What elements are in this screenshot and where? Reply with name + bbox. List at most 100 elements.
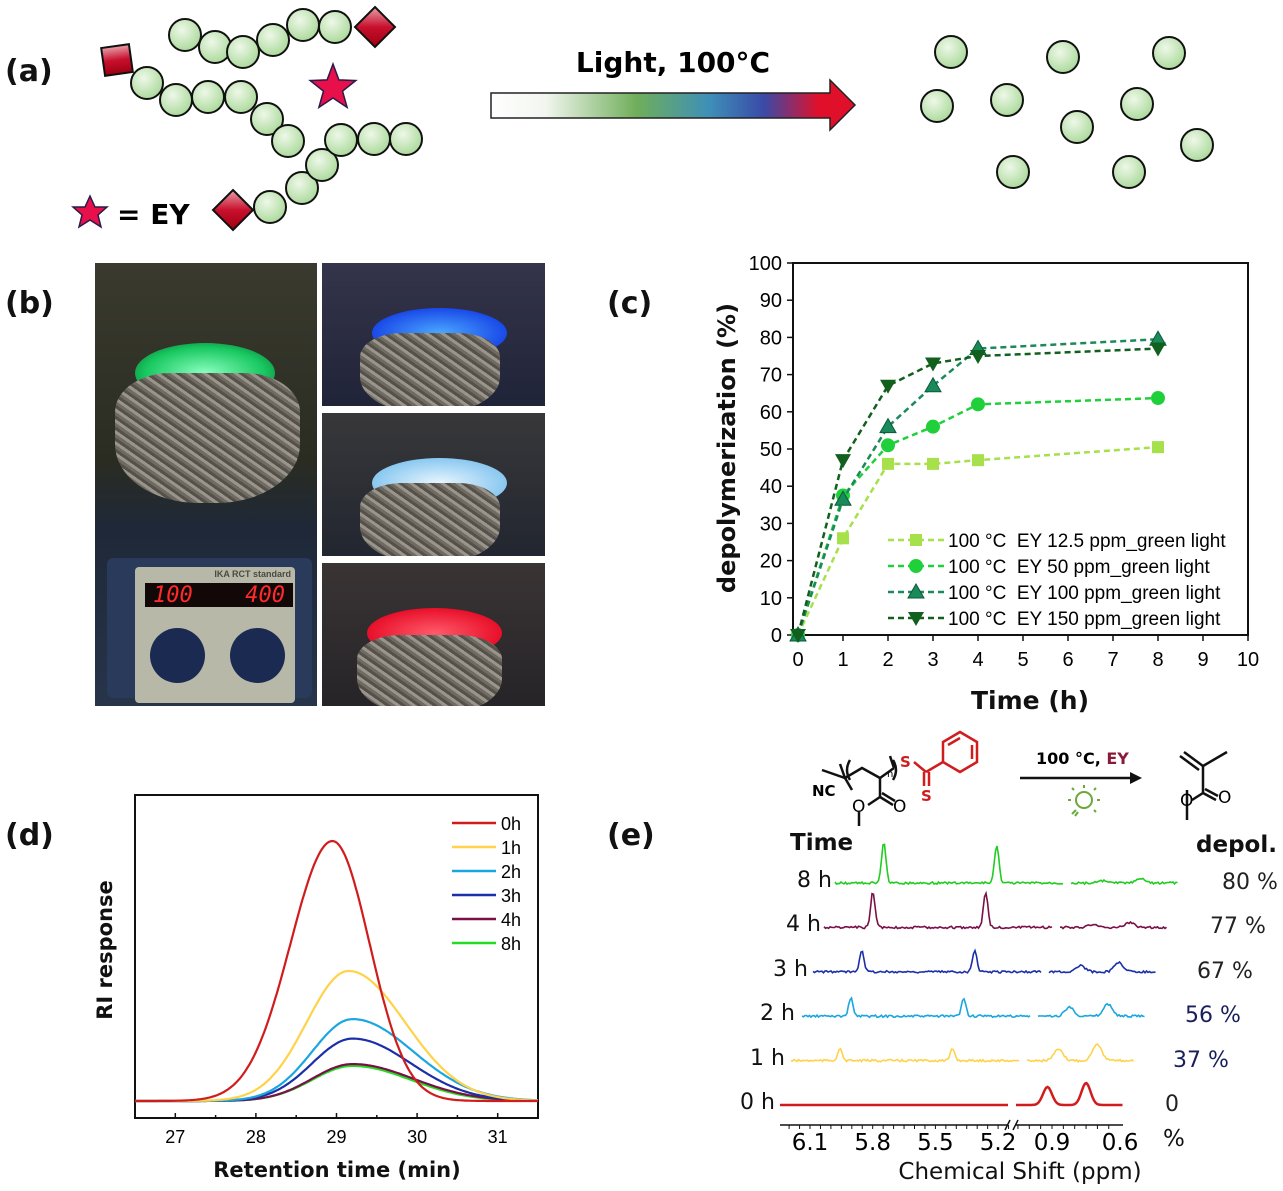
depolymerization-label: 0: [1165, 1092, 1179, 1117]
data-point: [835, 454, 851, 469]
data-point: [880, 379, 896, 394]
y-tick-label: 60: [760, 402, 782, 424]
data-point: [970, 350, 986, 364]
depolymerization-label: 37 %: [1173, 1047, 1229, 1073]
monomer-bead: [1046, 40, 1080, 74]
monomer-bead: [1120, 87, 1154, 121]
spectrum-time-label: 3 h: [773, 956, 808, 982]
monomer-bead: [324, 123, 358, 157]
photo-blue-light: [322, 263, 545, 406]
data-point: [924, 376, 942, 393]
x-tick-label: 4: [972, 649, 983, 671]
data-point: [925, 357, 941, 372]
hotplate-display: 100 400: [145, 583, 293, 608]
spectrum-time-label: 1 h: [750, 1045, 785, 1071]
legend-label: 100 °C EY 12.5 ppm_green light: [948, 531, 1226, 552]
data-point: [971, 397, 985, 412]
monomer-bead: [168, 18, 202, 52]
series-line: [796, 347, 1159, 636]
monomer-bead: [389, 122, 423, 156]
y-tick-label: 100: [749, 253, 782, 275]
data-point: [882, 457, 894, 470]
monomer-bead: [305, 148, 339, 182]
data-point: [834, 490, 852, 506]
legend-label: 1h: [501, 838, 521, 858]
ey-star-icon: [308, 61, 358, 110]
y-tick-label: 40: [760, 476, 782, 498]
x-tick-label: 5: [1017, 649, 1028, 671]
nmr-spectrum: [834, 843, 1178, 886]
legend-label: 0h: [501, 814, 521, 834]
monomer-bead: [130, 66, 164, 100]
depol-header: depol.: [1196, 832, 1277, 858]
end-group-diamond: [353, 5, 397, 49]
x-tick-label: 10: [1237, 649, 1259, 671]
legend-label: 100 °C EY 50 ppm_green light: [948, 557, 1211, 578]
reaction-conditions: 100 °C, EY: [1036, 749, 1129, 768]
x-tick-label: 0.6: [1102, 1130, 1139, 1156]
spectrum-time-label: 4 h: [786, 912, 821, 938]
legend-label: 100 °C EY 100 ppm_green light: [948, 583, 1221, 604]
photo-red-light: [322, 563, 545, 706]
x-tick-label: 0.9: [1034, 1130, 1071, 1156]
legend-marker: [907, 582, 925, 599]
atom-o-ester: O: [852, 797, 865, 817]
x-tick-label: 3: [927, 649, 938, 671]
x-tick-label: 5.2: [980, 1130, 1017, 1156]
monomer-bead: [271, 124, 305, 158]
monomer-bead: [990, 83, 1024, 117]
monomer-bead: [934, 35, 968, 69]
monomer-bead: [920, 89, 954, 123]
monomer-bead: [1112, 155, 1146, 189]
legend-label: 3h: [501, 886, 521, 906]
y-tick-label: 50: [760, 439, 782, 461]
atom-s-thio: S: [900, 753, 911, 771]
gpc-trace: [135, 969, 538, 1103]
spectrum-time-label: 0 h: [740, 1090, 775, 1115]
ey-legend-star-icon: [71, 194, 109, 229]
chart-c-xlabel: Time (h): [971, 686, 1089, 715]
monomer-bead: [1180, 128, 1214, 162]
legend-label: 4h: [501, 910, 521, 930]
x-tick-label: 1: [837, 649, 848, 671]
time-header: Time: [790, 830, 854, 856]
atom-nc: NC: [812, 782, 836, 800]
atom-o-ester-product: O: [1180, 791, 1193, 811]
x-tick-label: 30: [407, 1127, 427, 1147]
legend-marker: [908, 612, 924, 626]
light-arrow: [490, 78, 857, 132]
nmr-spectrum: [823, 890, 1167, 930]
panel-label-d: (d): [5, 818, 54, 853]
data-point: [926, 419, 940, 434]
data-point: [1150, 342, 1166, 357]
end-group-diamond: [211, 188, 255, 232]
x-tick-label: 5.8: [854, 1130, 891, 1156]
depolymerization-label: 67 %: [1197, 958, 1253, 984]
x-tick-label: 29: [326, 1127, 346, 1147]
display-speed: 400: [245, 583, 285, 608]
x-tick-label: 7: [1107, 649, 1118, 671]
x-tick-label: 5.5: [917, 1130, 954, 1156]
panel-label-b: (b): [5, 286, 54, 321]
data-point: [881, 438, 895, 453]
y-tick-label: 70: [760, 365, 782, 387]
legend-marker: [909, 559, 923, 573]
axis-break-icon: [1004, 1119, 1019, 1131]
y-tick-label: 30: [760, 513, 782, 535]
panel-label-c: (c): [607, 286, 653, 321]
data-point: [927, 457, 939, 470]
repeat-unit-n: n: [887, 769, 893, 780]
monomer-bead: [1060, 110, 1094, 144]
photo-green-light-setup: IKA RCT standard 100 400: [95, 263, 317, 706]
monomer-bead: [224, 80, 258, 114]
x-tick-label: 9: [1197, 649, 1208, 671]
atom-s-thione: S: [921, 787, 932, 805]
nmr-spectrum: [780, 1081, 1123, 1107]
monomer-bead: [226, 35, 260, 69]
atom-o-carbonyl-product: O: [1218, 788, 1231, 808]
y-tick-label: 0: [771, 625, 782, 647]
data-point: [972, 454, 984, 467]
depol-unit: %: [1163, 1126, 1185, 1152]
